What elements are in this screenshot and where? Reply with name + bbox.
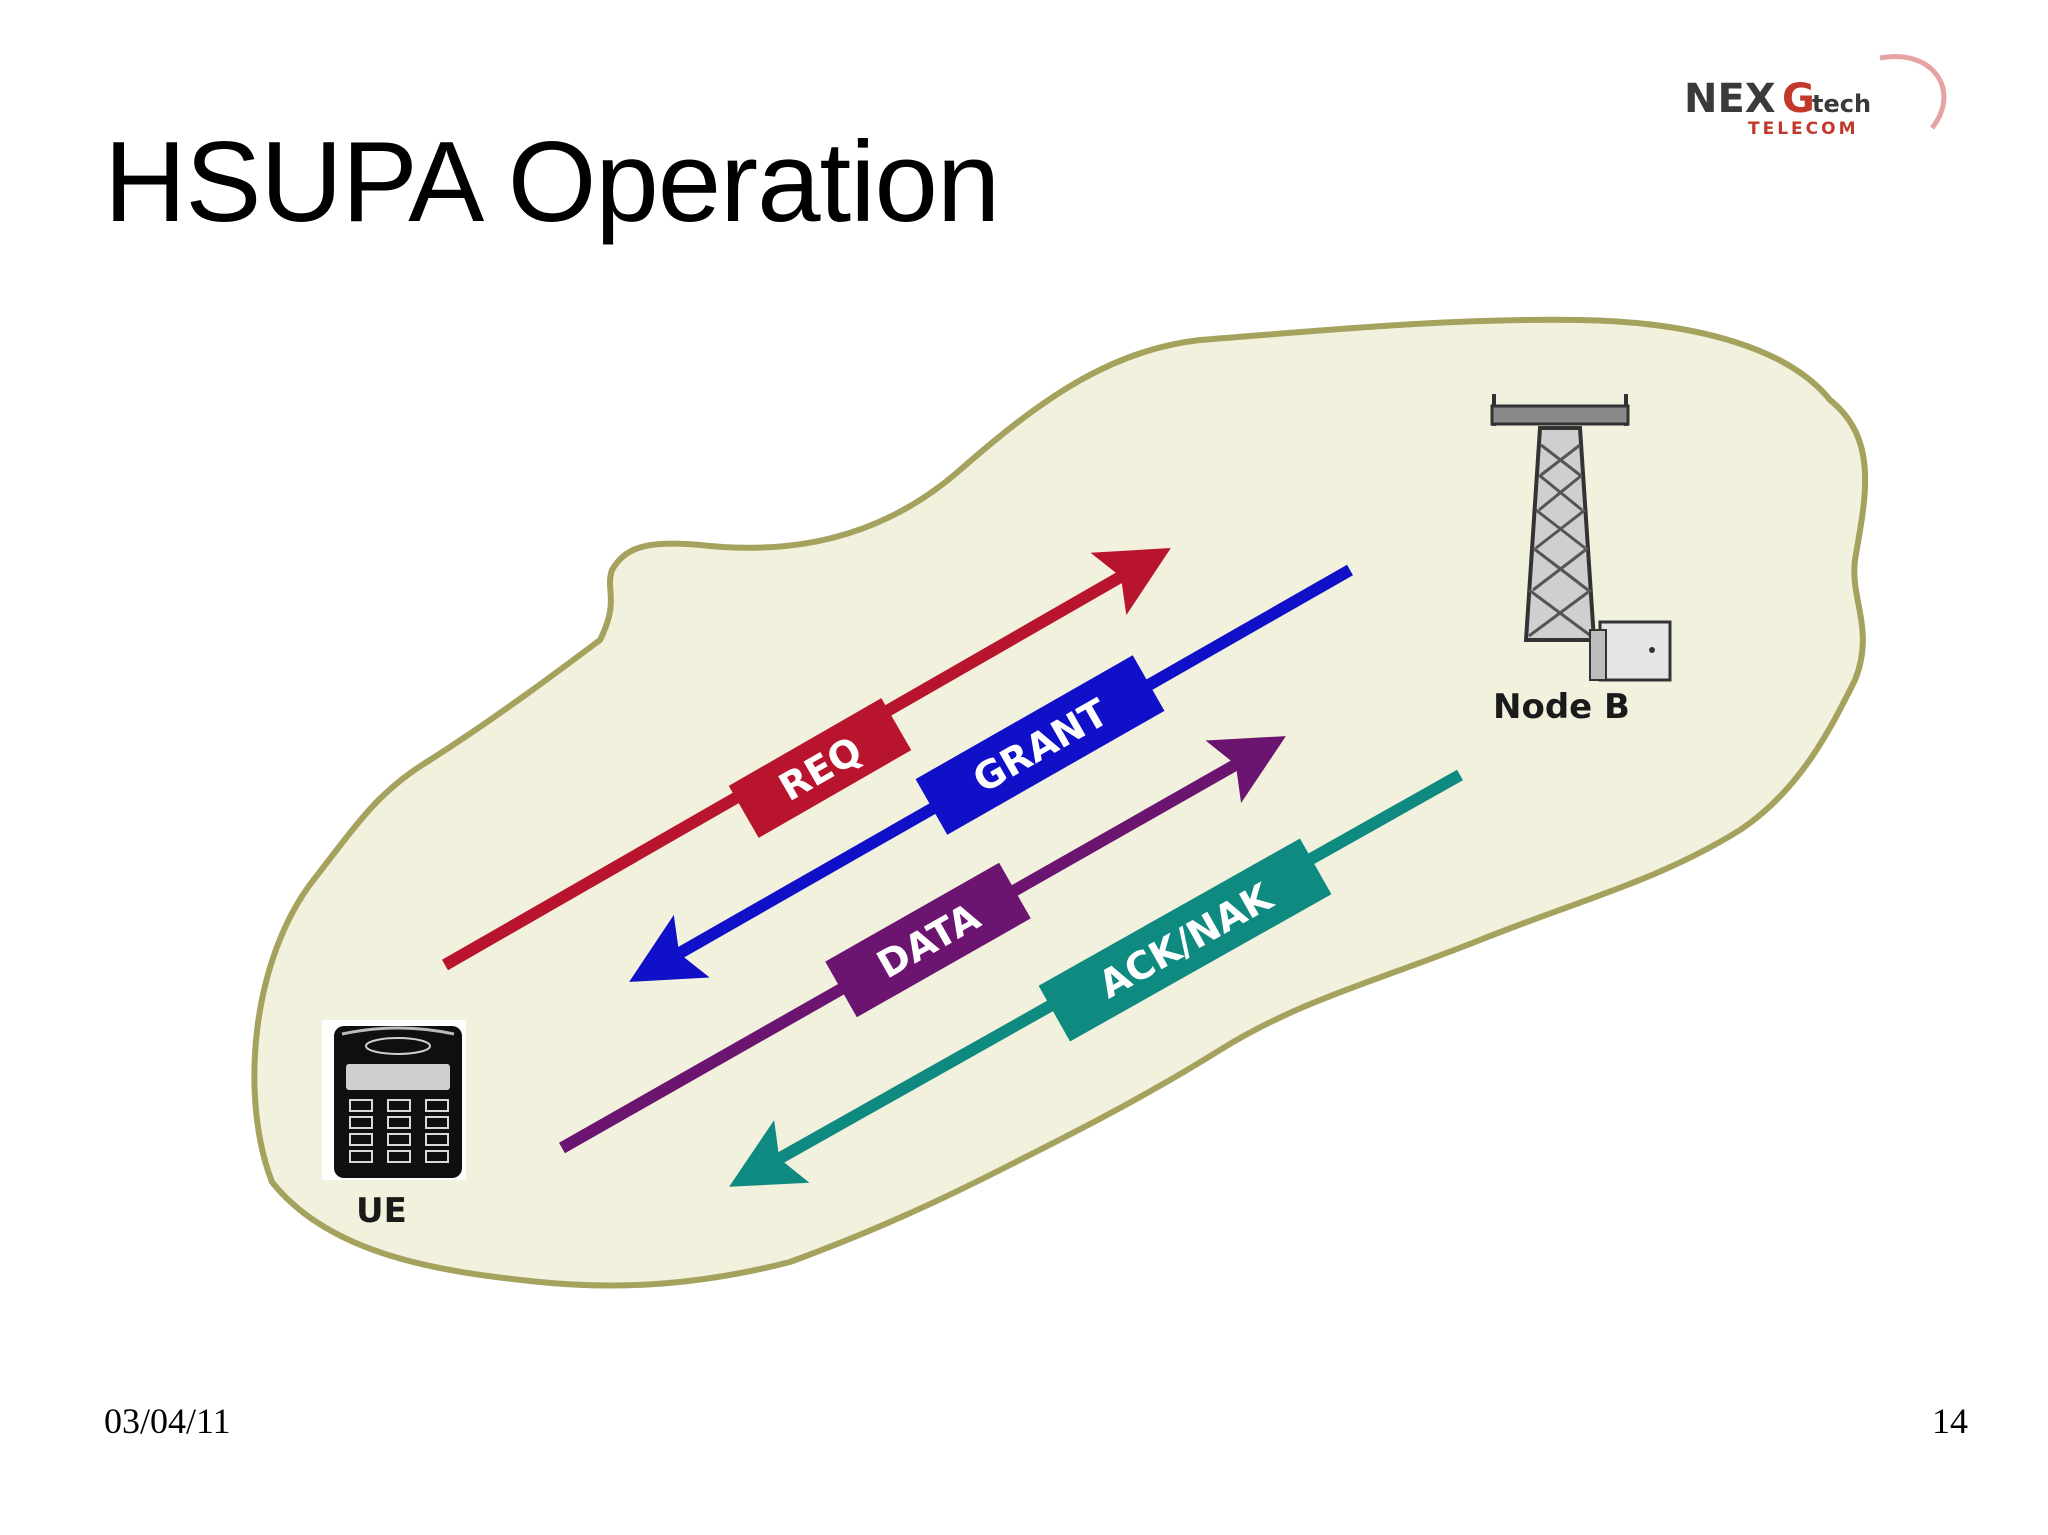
slide-date: 03/04/11 xyxy=(104,1401,231,1441)
slide-title: HSUPA Operation xyxy=(104,119,1000,246)
coverage-area xyxy=(251,316,1869,1289)
company-logo: NEX G tech TELECOM xyxy=(1684,54,1947,139)
slide-page-number: 14 xyxy=(1932,1401,1968,1441)
ue-phone-icon xyxy=(322,1020,466,1180)
logo-text-tech: tech xyxy=(1812,90,1871,118)
data-label-box xyxy=(825,862,1031,1018)
grant-label-box xyxy=(915,655,1165,835)
logo-text-g: G xyxy=(1782,76,1815,122)
node-b-label: Node B xyxy=(1493,687,1630,727)
logo-text-nex: NEX xyxy=(1684,76,1776,122)
req-message: REQ xyxy=(442,548,1171,971)
logo-text-telecom: TELECOM xyxy=(1748,119,1859,139)
ue-label: UE xyxy=(356,1191,407,1231)
node-b-tower-icon xyxy=(1490,394,1672,682)
req-label-box xyxy=(728,698,912,838)
ack-nak-label-box xyxy=(1038,838,1332,1042)
logo-swoosh xyxy=(1879,54,1947,130)
